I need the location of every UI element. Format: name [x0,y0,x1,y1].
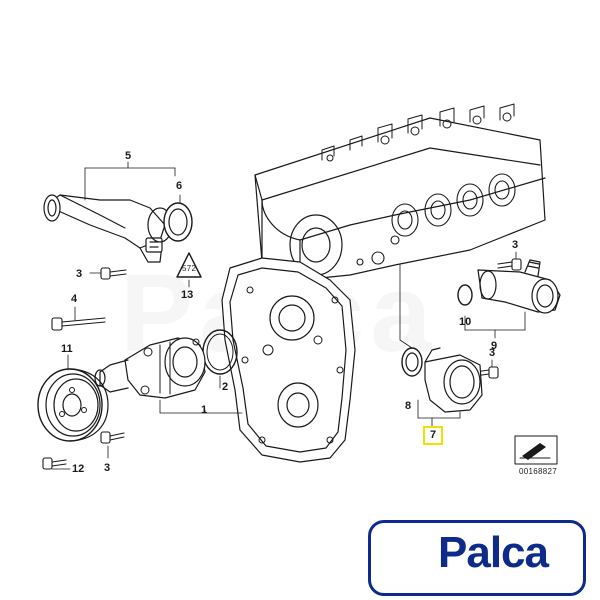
seal-ring [163,202,193,242]
bolts [42,258,522,470]
thermostat-housing [424,347,483,413]
callout-8: 8 [405,400,412,412]
callout-11: 11 [61,343,73,355]
callout-3a: 3 [76,268,83,280]
callout-3b: 3 [104,462,111,474]
reference-box-icon [514,435,558,465]
timing-cover [221,257,356,463]
palca-logo [368,520,586,596]
callout-12: 12 [72,463,85,475]
cylinder-head [254,103,546,281]
coolant-pipe [43,194,173,263]
palca-logo-text: Palca [438,528,549,577]
callout-2: 2 [222,381,229,393]
warning-label: 572 [182,264,197,273]
thermostat-seal [401,347,423,377]
pump-pulley [37,368,109,442]
callout-3c: 3 [512,239,519,251]
water-pump [94,337,206,399]
outlet-pipe [477,259,561,314]
outlet-seal [457,284,473,306]
callout-1: 1 [201,404,208,416]
warning-triangle-icon [176,252,202,278]
callout-6: 6 [176,180,183,192]
reference-code: 00168827 [519,467,557,476]
callout-10: 10 [459,316,472,328]
callout-4: 4 [71,293,78,305]
callout-13: 13 [181,289,194,301]
callout-5: 5 [125,150,132,162]
callout-3d: 3 [489,347,496,359]
callout-9: 9 [491,340,498,352]
leader-lines [51,161,526,470]
callout-7-highlighted[interactable]: 7 [423,426,444,445]
